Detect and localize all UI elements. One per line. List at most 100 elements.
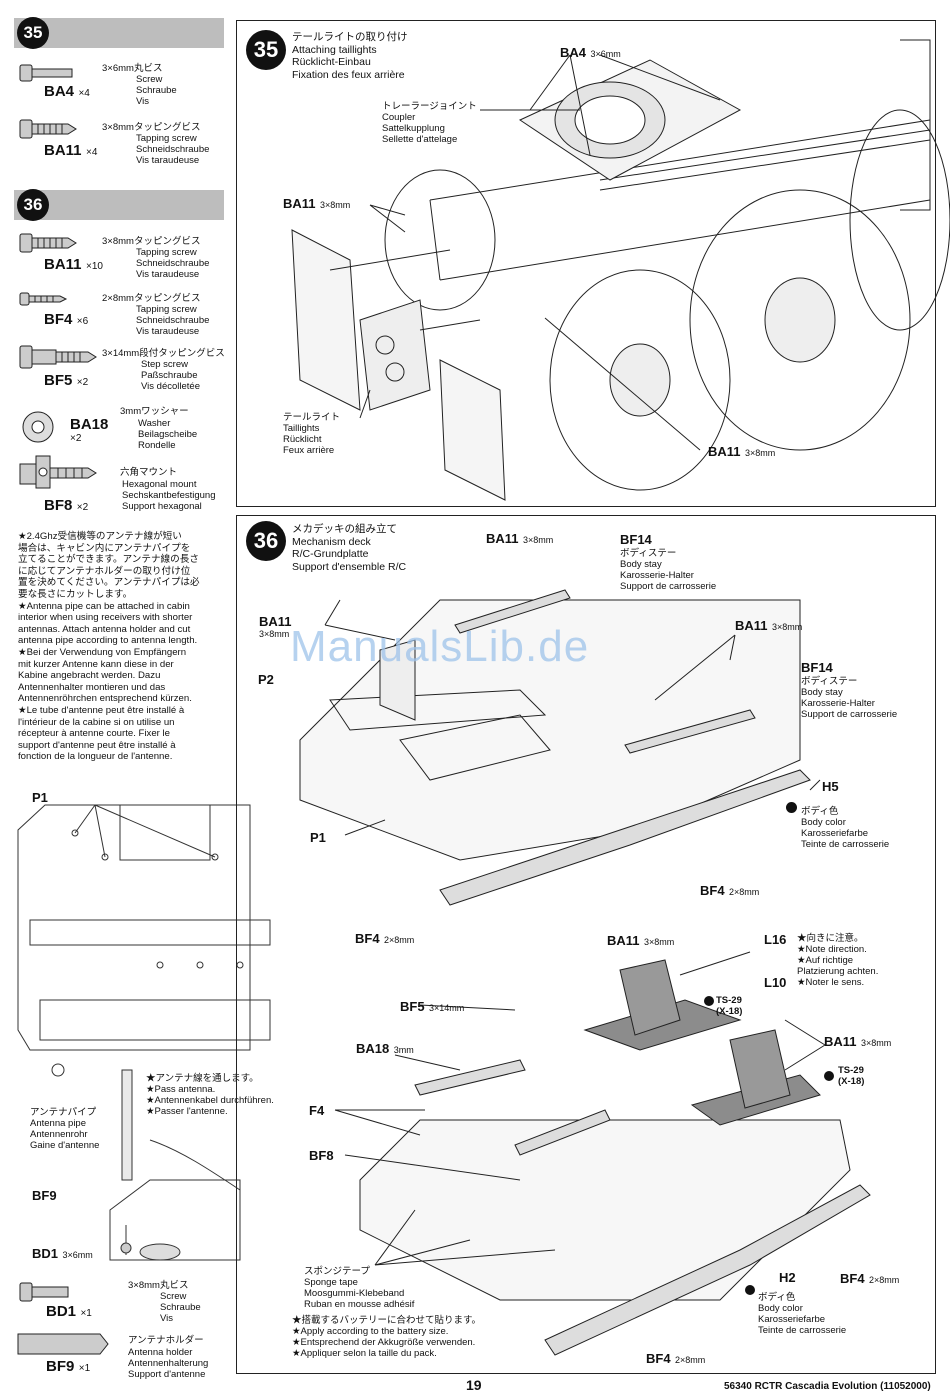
antenna-bd1-label: BD1 3×6mm xyxy=(32,1245,93,1263)
direction-line: ★Auf richtige xyxy=(797,955,854,966)
ba11-36-qty: ×10 xyxy=(85,261,103,272)
ts29-b-line: TS-29 xyxy=(838,1065,864,1076)
ts29-paint-dot-icon xyxy=(704,996,714,1006)
ba11-desc-fr: Vis taraudeuse xyxy=(136,155,200,166)
step-36-badge: 36 xyxy=(17,189,49,221)
ba11-left-size: 3×8mm xyxy=(259,629,290,639)
ts29-b-line: (X-18) xyxy=(838,1076,865,1087)
bf9-desc-fr: Support d'antenne xyxy=(128,1369,206,1380)
bf5-desc: Step screw Paßschraube Vis décolletée xyxy=(141,359,236,392)
step36-ts29-a: TS-29 (X-18) xyxy=(716,995,766,1017)
bf5-desc-fr: Vis décolletée xyxy=(141,381,200,392)
sponge-line: Sponge tape xyxy=(304,1277,358,1288)
step36-ts29-b: TS-29 (X-18) xyxy=(838,1065,888,1087)
bf9-desc-de: Antennenhalterung xyxy=(128,1358,209,1369)
ba11-tapping-screw-icon xyxy=(19,119,77,139)
step35-coupler-label: トレーラージョイント Coupler Sattelkupplung Sellet… xyxy=(382,101,492,145)
antenna-note-jp-line: に応じてアンテナホルダーの取り付け位 xyxy=(18,565,191,577)
ba11-36-part: BA11 ×10 xyxy=(44,256,103,274)
step36-h5-label: H5 xyxy=(822,779,839,794)
ba18-desc-fr: Rondelle xyxy=(138,440,176,451)
antenna-note-fr: ★Le tube d'antenne peut être installé à … xyxy=(18,705,228,763)
ba4-desc-fr: Vis xyxy=(136,96,150,107)
step-36-panel-badge: 36 xyxy=(246,521,286,561)
direction-line: ★Noter le sens. xyxy=(797,977,865,988)
ba11-36-size-label: 3×8mmタッピングビス xyxy=(102,236,201,247)
page-number: 19 xyxy=(466,1377,482,1393)
ts29-a-line: TS-29 xyxy=(716,995,742,1006)
step-36-header-bar xyxy=(14,190,224,220)
ba4-desc-en: Screw xyxy=(136,74,163,85)
step36-ba11-top-label: BA11 3×8mm xyxy=(486,530,553,548)
antenna-note: ★2.4Ghz受信機等のアンテナ線が短い 場合は、キャビン内にアンテナパイプを … xyxy=(18,531,228,763)
antenna-note-jp: ★2.4Ghz受信機等のアンテナ線が短い 場合は、キャビン内にアンテナパイプを … xyxy=(18,531,228,601)
bf9-code: BF9 xyxy=(46,1358,75,1375)
step36-ba11-left-label: BA11 3×8mm xyxy=(259,614,292,639)
ba18-washer-icon xyxy=(22,411,54,443)
antenna-pipe-assembly-drawing xyxy=(109,1069,241,1261)
step35-ba4-label: BA4 3×6mm xyxy=(560,44,621,62)
sponge-line: Ruban en mousse adhésif xyxy=(304,1299,415,1310)
bd1-desc-de: Schraube xyxy=(160,1302,201,1313)
bf4-b-size: 2×8mm xyxy=(384,935,415,945)
antenna-note-en-line: antenna pipe according to antenna length… xyxy=(18,635,198,647)
bodystay-line: Body stay xyxy=(620,559,662,570)
antenna-pass-note: ★アンテナ線を通します。 ★Pass antenna. ★Antennenkab… xyxy=(146,1073,296,1117)
bodycolor-b-line: ボディ色 xyxy=(758,1292,796,1303)
ba11-36-desc: Tapping screw Schneidschraube Vis taraud… xyxy=(136,247,236,280)
sponge-line: Moosgummi-Klebeband xyxy=(304,1288,405,1299)
step36-bf14-b-label: BF14 xyxy=(801,660,833,675)
ba11-36-desc-de: Schneidschraube xyxy=(136,258,210,269)
bf5-desc-en: Step screw xyxy=(141,359,188,370)
step35-taillights-label: テールライト Taillights Rücklicht Feux arrière xyxy=(283,412,383,456)
footer-model-code: 56340 RCTR Cascadia Evolution (11052000) xyxy=(724,1381,931,1392)
bd1-qty: ×1 xyxy=(80,1308,92,1319)
bf4-a-code: BF4 xyxy=(700,883,725,898)
step-35-panel xyxy=(236,20,936,507)
ba11-top-code: BA11 xyxy=(486,531,519,546)
ba11-36-desc-en: Tapping screw xyxy=(136,247,197,258)
direction-line: ★向きに注意。 xyxy=(797,933,864,944)
bf8-qty: ×2 xyxy=(76,502,89,513)
bf4-desc-de: Schneidschraube xyxy=(136,315,210,326)
step-35-badge: 35 xyxy=(17,17,49,49)
ba11-part: BA11 ×4 xyxy=(44,142,97,160)
step36-f4-label: F4 xyxy=(309,1103,325,1118)
antenna-note-de-line: ★Bei der Verwendung von Empfängern xyxy=(18,646,187,658)
bf9-part: BF9 ×1 xyxy=(46,1358,90,1376)
ts29-a-line: (X-18) xyxy=(716,1006,743,1017)
step35-ba11b-label: BA11 3×8mm xyxy=(708,443,775,461)
step35-chassis-drawing xyxy=(291,39,950,501)
step36-bodystay-b: ボディステー Body stay Karosserie-Halter Suppo… xyxy=(801,676,931,720)
step-36-title-line: R/C-Grundplatte xyxy=(292,548,369,560)
bf9-desc-en: Antenna holder xyxy=(128,1347,193,1358)
battery-line: ★Appliquer selon la taille du pack. xyxy=(292,1348,437,1359)
ba11-desc-en: Tapping screw xyxy=(136,133,197,144)
manualslib-watermark: ManualsLib.de xyxy=(290,622,590,671)
step-35-title-line: Fixation des feux arrière xyxy=(292,68,405,81)
step-35-panel-badge: 35 xyxy=(246,30,286,70)
ba11-desc-de: Schneidschraube xyxy=(136,144,210,155)
coupler-line: Coupler xyxy=(382,112,416,123)
coupler-line: Sellette d'attelage xyxy=(382,134,458,145)
step36-bodystay-a: ボディステー Body stay Karosserie-Halter Suppo… xyxy=(620,548,750,592)
antenna-pass-line: ★Antennenkabel durchführen. xyxy=(146,1095,274,1106)
bodycolor-line: ボディ色 xyxy=(801,806,839,817)
bf4-code: BF4 xyxy=(44,311,73,328)
antenna-note-fr-line: ★Le tube d'antenne peut être installé à xyxy=(18,704,185,716)
step-35-title-line: Attaching taillights xyxy=(292,43,377,56)
bf4-desc-fr: Vis taraudeuse xyxy=(136,326,200,337)
ba4-qty: ×4 xyxy=(78,88,90,99)
antenna-pipe-label: アンテナパイプ Antenna pipe Antennenrohr Gaine … xyxy=(30,1107,130,1151)
ba11-c-size: 3×8mm xyxy=(643,937,675,947)
bf4-b-code: BF4 xyxy=(355,931,380,946)
bodycolor-b-line: Teinte de carrosserie xyxy=(758,1325,847,1336)
body-color-dot-icon-2 xyxy=(745,1285,755,1295)
step35-ba11a-code: BA11 xyxy=(283,196,316,211)
bodycolor-b-line: Karosseriefarbe xyxy=(758,1314,826,1325)
ba11-size-label: 3×8mmタッピングビス xyxy=(102,122,201,133)
ba18-desc-en: Washer xyxy=(138,418,171,429)
ba4-part: BA4 ×4 xyxy=(44,83,90,101)
step-36-title-line: メカデッキの組み立て xyxy=(292,523,397,535)
bodycolor-line: Teinte de carrosserie xyxy=(801,839,890,850)
